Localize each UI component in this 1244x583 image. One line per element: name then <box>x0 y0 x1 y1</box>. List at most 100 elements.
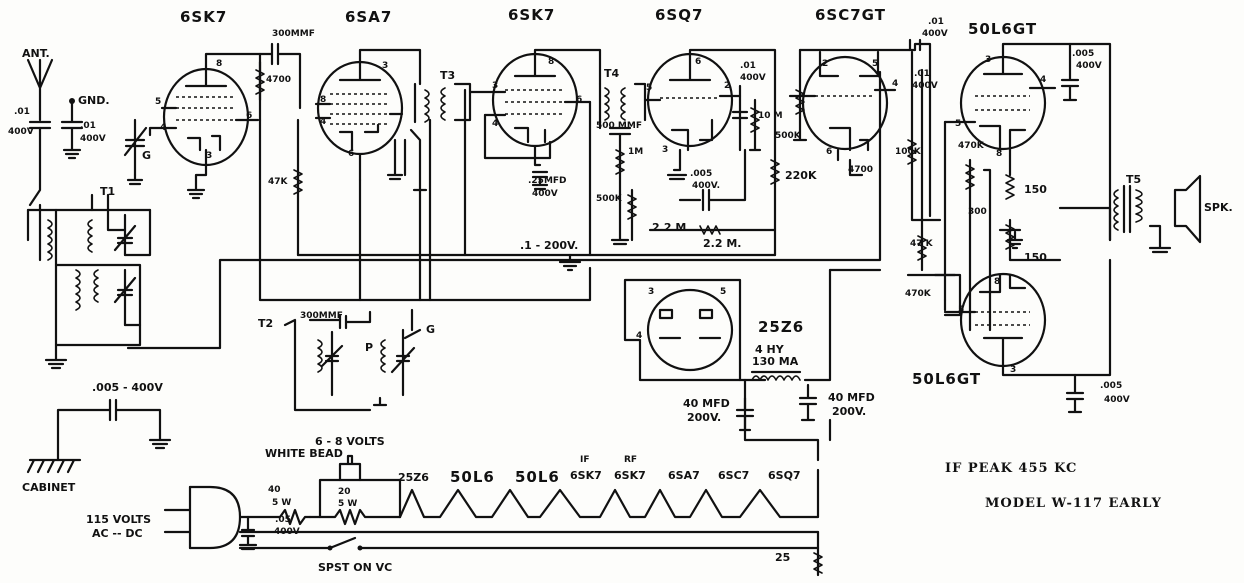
filament-25z6: 25Z6 <box>398 471 429 484</box>
label-cap-05-v: 400V <box>274 527 300 537</box>
pin-label: 5 <box>958 305 965 315</box>
label-volts: 6 - 8 VOLTS <box>315 435 385 448</box>
tube-label-50l6gt-lower: 50L6GT <box>912 370 982 388</box>
label-choke: 4 HY <box>755 343 784 356</box>
tube2-cathode-ground <box>386 138 404 181</box>
filament-6sq7: 6SQ7 <box>768 469 801 482</box>
pin-label: 3 <box>662 145 669 155</box>
pin-label: 5 <box>872 59 879 69</box>
transformer-t1 <box>26 193 152 370</box>
power-plug <box>163 485 242 550</box>
label-cabinet-cap: .005 - 400V <box>92 381 163 394</box>
res-20-ohm <box>318 508 402 526</box>
label-res-2m-b: 2.2 M. <box>703 237 742 250</box>
label-cap-ant: .01 <box>14 107 30 117</box>
label-cap-40b-v: 200V. <box>832 405 867 418</box>
label-choke-ma: 130 MA <box>752 355 799 368</box>
pin-label: 6 <box>695 57 702 67</box>
wire-b-plus-bus <box>258 118 592 302</box>
note-model: MODEL W-117 EARLY <box>985 496 1162 511</box>
pin-label: 3 <box>1010 365 1017 375</box>
filament-6sa7: 6SA7 <box>668 469 700 482</box>
res-150-b <box>1008 218 1062 262</box>
label-res-150-b: 150 <box>1024 251 1047 264</box>
label-t4: T4 <box>604 67 620 80</box>
label-cap-40a: 40 MFD <box>683 397 730 410</box>
label-res-25: 25 <box>775 551 791 564</box>
wire-filter-b <box>803 268 832 442</box>
pin-label: 6 <box>576 95 583 105</box>
label-t3: T3 <box>440 69 456 82</box>
tube-25z6 <box>623 278 742 382</box>
cap-300mmf <box>258 42 302 110</box>
tube-label-6sq7: 6SQ7 <box>655 6 704 24</box>
pot-500k <box>792 48 808 142</box>
label-res-40: 40 <box>268 485 281 495</box>
label-res-47k: 47K <box>268 177 288 187</box>
cap-01-ground <box>558 253 582 272</box>
tube-label-25z6: 25Z6 <box>758 318 805 336</box>
filament-6sk7-if: 6SK7 <box>570 469 602 482</box>
wire-t4-down <box>610 132 630 246</box>
pin-label: 5 <box>155 97 162 107</box>
antenna-symbol <box>26 58 54 122</box>
res-10m <box>748 98 762 152</box>
res-100k <box>910 50 942 222</box>
cap-005-top <box>1060 42 1080 102</box>
label-t1: T1 <box>100 185 116 198</box>
note-if-peak: IF PEAK 455 KC <box>945 461 1078 476</box>
pin-label: 3 <box>206 151 213 161</box>
tube-label-6sa7: 6SA7 <box>345 8 393 26</box>
wire-tube6-plate <box>1001 42 1112 242</box>
wire-tube2-plate <box>358 48 422 86</box>
label-res-470k-a: 470K <box>905 289 931 299</box>
label-res-300: 300 <box>968 207 987 217</box>
tube-6sa7-converter <box>314 60 404 182</box>
tube-label-50l6gt-upper: 50L6GT <box>968 20 1038 38</box>
label-white-bead: WHITE BEAD <box>265 447 343 460</box>
cap-40mfd-a <box>735 396 755 432</box>
transformer-t2 <box>283 308 422 412</box>
pin-label: 6 <box>826 147 833 157</box>
filament-6sc7: 6SC7 <box>718 469 750 482</box>
gnd-terminal <box>60 98 84 160</box>
label-res-4700-b: 4700 <box>848 165 874 175</box>
label-res-20-w: 5 W <box>338 499 358 509</box>
label-res-220k: 220K <box>785 169 817 182</box>
label-cap-01-t4: .01 <box>740 61 756 71</box>
wire-tube3-plate <box>533 48 602 86</box>
wire-tube6-cathode <box>982 168 992 332</box>
label-g2: G <box>426 323 436 336</box>
filament-50l6-b: 50L6 <box>515 468 560 486</box>
wire-tube5-plate <box>798 42 932 218</box>
pin-label: 8 <box>996 149 1003 159</box>
label-cap-vbl: 300MMF <box>300 311 343 321</box>
label-res-1m: 1M <box>628 147 644 157</box>
cap-01-top <box>908 38 922 52</box>
label-cap-300mmf: 300MMF <box>272 29 315 39</box>
filament-if: IF <box>580 455 590 465</box>
pin-label: 8 <box>994 277 1001 287</box>
label-ac-dc: AC -- DC <box>92 527 143 540</box>
label-res-10m: 10 M <box>758 111 783 121</box>
pin-label: 3 <box>382 61 389 71</box>
pin-label: 5 <box>720 287 727 297</box>
ground-300 <box>998 228 1024 250</box>
label-cap-40b: 40 MFD <box>828 391 875 404</box>
label-p: P <box>365 341 374 354</box>
label-res-40-w: 5 W <box>272 498 292 508</box>
label-cap-01-top-v: 400V <box>922 29 948 39</box>
pin-label: 4 <box>492 119 499 129</box>
label-cap-01-t4-v: 400V <box>740 73 766 83</box>
label-t2: T2 <box>258 317 274 330</box>
label-res-2m-a: 2.2 M <box>652 221 687 234</box>
wire-tube8-plate <box>1001 258 1112 377</box>
wire-v3 <box>418 118 432 302</box>
tube-6sk7-rf <box>148 64 260 200</box>
pin-label: 2 <box>724 81 731 91</box>
label-gnd: GND. <box>78 94 110 107</box>
label-switch: SPST ON VC <box>318 561 393 574</box>
filament-rf: RF <box>624 455 638 465</box>
